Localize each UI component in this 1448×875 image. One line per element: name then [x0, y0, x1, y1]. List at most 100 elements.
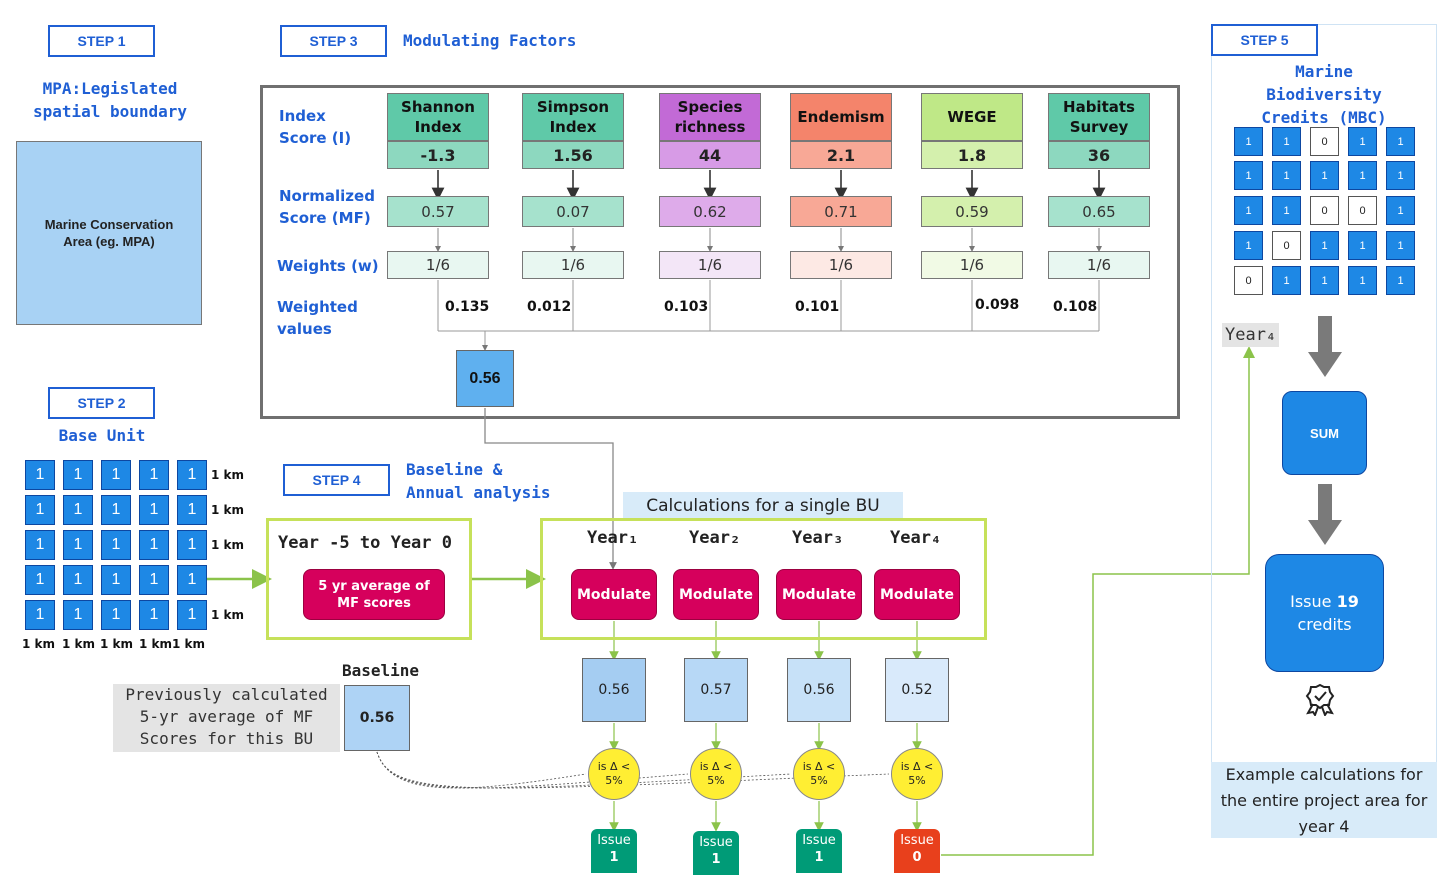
- mbc-cell: 1: [1386, 266, 1415, 295]
- step5-caption-line1: Example calculations for: [1225, 765, 1423, 784]
- year-label: Year₃: [792, 528, 844, 548]
- delta-check-circle: is Δ <5%: [891, 748, 943, 800]
- step5-caption-line3: year 4: [1298, 817, 1350, 836]
- base-unit-cell: 1: [177, 460, 207, 490]
- step5-title-line1: Marine: [1295, 62, 1353, 81]
- normalized-score-label: Normalized Score (MF): [279, 185, 375, 229]
- modulate-box: Modulate: [776, 569, 862, 620]
- weighted-values-label-line2: values: [277, 320, 332, 338]
- step3-badge: STEP 3: [280, 25, 387, 57]
- year-label: Year₁: [587, 528, 639, 548]
- row-km-label: 1 km: [211, 468, 245, 482]
- factor-normalized-score: 0.59: [921, 196, 1023, 227]
- row-km-label: 1 km: [211, 503, 245, 517]
- mbc-cell: 1: [1234, 127, 1263, 156]
- delta-check-line2: 5%: [908, 774, 926, 787]
- mpa-area-line2: Area (eg. MPA): [63, 234, 155, 249]
- year-result-box: 0.56: [582, 658, 646, 722]
- modulate-box: Modulate: [673, 569, 759, 620]
- issue-badge-value: 1: [711, 852, 721, 867]
- base-unit-cell: 1: [101, 565, 131, 595]
- mbc-cell: 1: [1234, 161, 1263, 190]
- step5-badge: STEP 5: [1211, 24, 1318, 56]
- mbc-cell: 0: [1310, 127, 1339, 156]
- issue-badge-label: Issue: [699, 835, 733, 850]
- step1-title: MPA:Legislated spatial boundary: [20, 77, 200, 123]
- delta-check-line2: 5%: [810, 774, 828, 787]
- row-km-label: 1 km: [211, 608, 245, 622]
- base-unit-cell: 1: [63, 600, 93, 630]
- delta-check-line1: is Δ <: [900, 760, 934, 773]
- year-result-box: 0.56: [787, 658, 851, 722]
- step4-badge: STEP 4: [283, 464, 390, 496]
- step5-caption: Example calculations for the entire proj…: [1211, 762, 1437, 838]
- base-unit-cell: 1: [139, 600, 169, 630]
- delta-check-circle: is Δ <5%: [588, 748, 640, 800]
- base-unit-cell: 1: [139, 530, 169, 560]
- base-unit-cell: 1: [177, 565, 207, 595]
- mbc-cell: 0: [1272, 231, 1301, 260]
- five-yr-average-line2: MF scores: [337, 595, 411, 611]
- delta-check-circle: is Δ <5%: [690, 748, 742, 800]
- factor-weighted-value: 0.012: [527, 299, 572, 315]
- factor-weight: 1/6: [659, 251, 761, 279]
- annual-calc-box: [540, 518, 987, 640]
- mbc-cell: 1: [1310, 266, 1339, 295]
- mbc-cell: 0: [1234, 266, 1263, 295]
- base-unit-cell: 1: [63, 495, 93, 525]
- mpa-area-line1: Marine Conservation: [44, 217, 174, 232]
- factor-index-score: 36: [1048, 141, 1150, 169]
- factor-weight: 1/6: [790, 251, 892, 279]
- factor-weight: 1/6: [1048, 251, 1150, 279]
- bottom-km-label: 1 km: [22, 637, 56, 651]
- mbc-cell: 1: [1272, 127, 1301, 156]
- mbc-cell: 1: [1348, 231, 1377, 260]
- issue-credits-line1: Issue 19: [1290, 590, 1359, 613]
- year-label: Year₄: [890, 528, 942, 548]
- base-unit-cell: 1: [177, 600, 207, 630]
- issue-credits-prefix: Issue: [1290, 592, 1332, 611]
- baseline-to-check-curve: [376, 751, 689, 789]
- step5-title-line3: Credits (MBC): [1261, 108, 1387, 127]
- mpa-area-box: Marine Conservation Area (eg. MPA): [16, 141, 202, 325]
- mbc-cell: 1: [1386, 196, 1415, 225]
- delta-check-line2: 5%: [707, 774, 725, 787]
- mbc-cell: 1: [1272, 266, 1301, 295]
- step1-badge: STEP 1: [48, 25, 155, 57]
- step2-badge: STEP 2: [48, 387, 155, 419]
- factor-index-score: 2.1: [790, 141, 892, 169]
- total-to-year1-connector: [484, 408, 617, 570]
- row-km-label: 1 km: [211, 538, 245, 552]
- factor-normalized-score: 0.71: [790, 196, 892, 227]
- base-unit-cell: 1: [63, 565, 93, 595]
- bottom-km-label: 1 km: [139, 637, 173, 651]
- baseline-label: Baseline: [342, 661, 420, 680]
- mbc-cell: 1: [1386, 161, 1415, 190]
- step5-caption-line2: the entire project area for: [1220, 791, 1428, 810]
- previous-avg-note-line2: 5-yr average of MF: [139, 707, 314, 726]
- normalized-score-label-line2: Score (MF): [279, 209, 371, 227]
- base-unit-cell: 1: [101, 600, 131, 630]
- modulating-factors-panel: [260, 85, 1180, 419]
- bottom-km-label: 1 km: [62, 637, 96, 651]
- baseline-value-box: 0.56: [344, 685, 410, 751]
- mbc-cell: 1: [1386, 231, 1415, 260]
- previous-avg-note-line1: Previously calculated: [125, 685, 328, 704]
- baseline-to-check-curve: [376, 751, 890, 789]
- five-yr-average-line1: 5 yr average of: [318, 578, 430, 594]
- normalized-score-label-line1: Normalized: [279, 187, 375, 205]
- factor-header: Endemism: [790, 93, 892, 141]
- bottom-km-label: 1 km: [172, 637, 206, 651]
- base-unit-cell: 1: [139, 460, 169, 490]
- mbc-cell: 1: [1310, 231, 1339, 260]
- factor-name-line1: Simpson: [536, 98, 610, 116]
- factor-weighted-value: 0.101: [795, 299, 840, 315]
- factor-normalized-score: 0.07: [522, 196, 624, 227]
- previous-avg-note-line3: Scores for this BU: [139, 729, 314, 748]
- factor-name-line2: Survey: [1069, 118, 1129, 136]
